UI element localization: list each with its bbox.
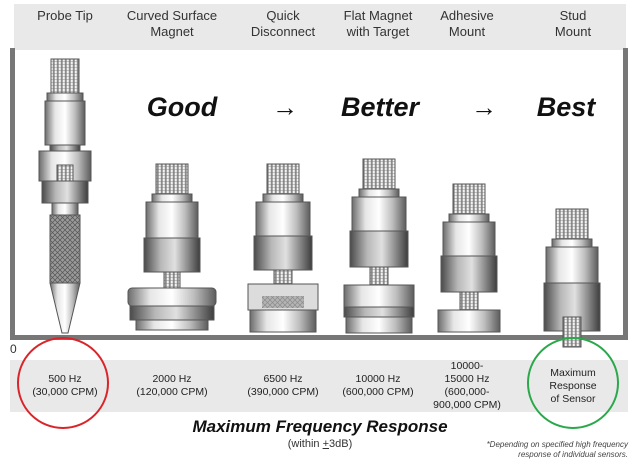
freq-curved-surface-magnet: 2000 Hz (120,000 CPM) — [136, 373, 208, 398]
footer-title: Maximum Frequency Response — [192, 417, 448, 436]
footer-subtitle-prefix: (within — [287, 438, 323, 450]
axis-zero-label: 0 — [10, 342, 17, 356]
ranking-good: Good — [146, 92, 218, 122]
label-probe-tip: Probe Tip — [37, 8, 93, 23]
chart-frame — [10, 48, 628, 338]
arrow-right-icon: → — [272, 92, 298, 122]
lowest-response-circle — [17, 337, 109, 429]
plus-minus-symbol: + — [322, 438, 330, 450]
chart-baseline — [10, 335, 628, 340]
freq-stud-mount: Maximum Response of Sensor — [549, 366, 597, 405]
arrow-right-icon: → — [471, 92, 497, 122]
mount-labels-band — [14, 4, 626, 50]
footer-subtitle: (within +3dB) — [0, 438, 640, 450]
label-flat-magnet-target: Flat Magnet with Target — [343, 8, 413, 39]
adhesive-mount-sensor-icon — [437, 183, 501, 333]
freq-flat-magnet-target: 10000 Hz (600,000 CPM) — [342, 373, 414, 398]
label-stud-mount: Stud Mount — [554, 8, 592, 39]
label-adhesive-mount: Adhesive Mount — [440, 8, 494, 39]
flat-magnet-target-sensor-icon — [343, 158, 415, 334]
stud-mount-sensor-icon — [543, 208, 601, 348]
frequency-band — [10, 360, 628, 412]
probe-tip-sensor-icon — [38, 58, 92, 334]
footer-subtitle-suffix: 3dB) — [329, 438, 353, 450]
ranking-best: Best — [536, 92, 596, 122]
footnote: *Depending on specified high frequency r… — [486, 440, 628, 459]
quick-disconnect-sensor-icon — [247, 163, 319, 333]
label-quick-disconnect: Quick Disconnect — [250, 8, 316, 39]
freq-quick-disconnect: 6500 Hz (390,000 CPM) — [247, 373, 319, 398]
curved-surface-magnet-sensor-icon — [127, 163, 217, 331]
freq-probe-tip: 500 Hz (30,000 CPM) — [32, 373, 98, 398]
label-curved-surface-magnet: Curved Surface Magnet — [126, 8, 218, 39]
freq-adhesive-mount: 10000- 15000 Hz (600,000- 900,000 CPM) — [433, 360, 501, 411]
highest-response-circle — [527, 337, 619, 429]
ranking-better: Better — [340, 92, 420, 122]
